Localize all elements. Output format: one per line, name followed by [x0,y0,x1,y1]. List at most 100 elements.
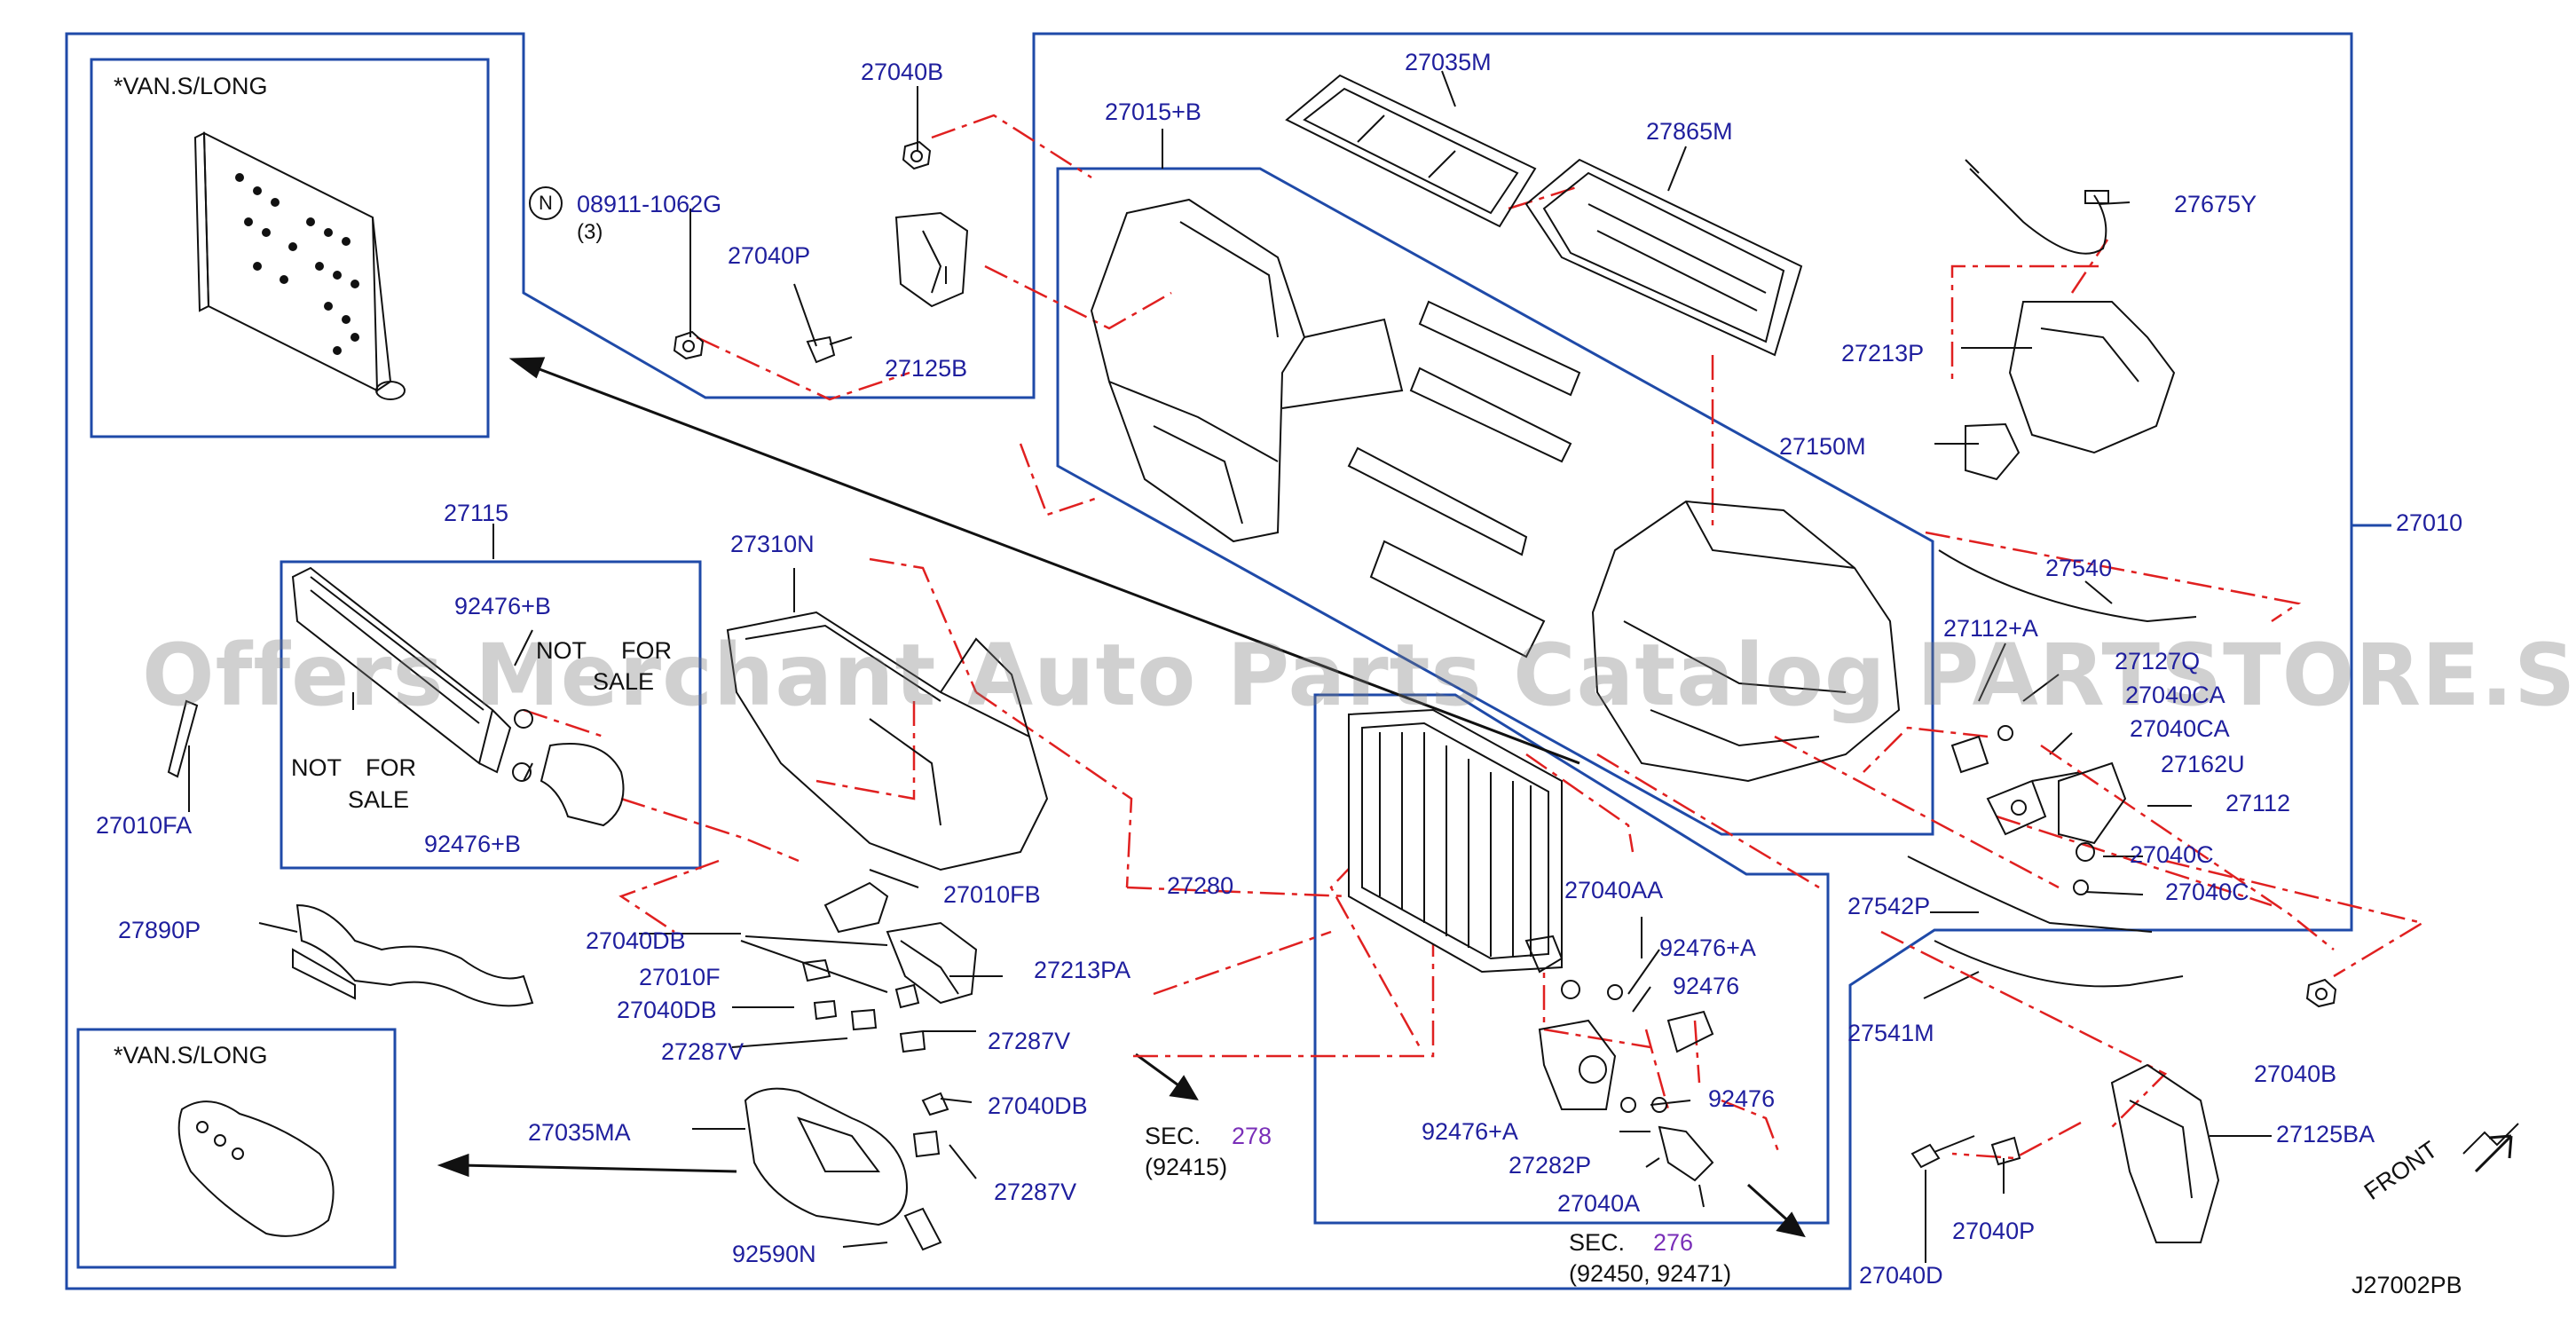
note-not-for-sale-2b: FOR [366,754,416,781]
note-not-for-sale-1c: SALE [593,668,655,695]
assembly-frames [65,32,2391,1290]
reference-dash-lines [523,114,2426,1160]
duct-27213P-drawing [2008,301,2176,454]
part-label-27040P-top[interactable]: 27040P [728,242,811,269]
n-circle-icon: N [529,186,563,220]
part-label-92590N[interactable]: 92590N [732,1241,816,1267]
part-label-27213P[interactable]: 27213P [1841,340,1925,367]
cable-27541M-drawing [1934,940,2184,988]
part-label-27040D[interactable]: 27040D [1859,1262,1943,1289]
filter-frame-27035M-drawing [1285,74,1537,228]
filter-27865M-drawing [1524,158,1803,357]
pad-van-bottom-drawing [177,1100,335,1237]
part-label-92476-2[interactable]: 92476 [1708,1085,1776,1112]
part-label-27040CA-1[interactable]: 27040CA [2125,682,2225,708]
part-label-27127Q[interactable]: 27127Q [2115,648,2201,674]
part-label-27280[interactable]: 27280 [1167,872,1234,899]
part-label-27010FB[interactable]: 27010FB [943,881,1041,908]
note-not-for-sale-2c: SALE [348,786,410,813]
part-label-27040B-top[interactable]: 27040B [861,59,944,85]
part-label-27675Y[interactable]: 27675Y [2174,191,2257,217]
part-label-27010FA[interactable]: 27010FA [96,812,193,839]
pad-27035MA-drawing [744,1087,908,1226]
part-label-27035MA[interactable]: 27035MA [528,1119,631,1146]
valve-parts-drawing [1524,935,1714,1182]
sec-276-link[interactable]: 276 [1653,1229,1694,1256]
part-label-92476-1[interactable]: 92476 [1673,973,1740,999]
cable-27542P-drawing [1907,856,2153,933]
leader-lines [188,70,2272,1263]
sec-278-link[interactable]: 278 [1232,1123,1272,1149]
nut-27040B-right-drawing [2305,978,2337,1008]
part-label-92476B-2[interactable]: 92476+B [424,831,521,857]
bolt-27040P-top-drawing [806,335,853,364]
note-not-for-sale-1a: NOT [536,637,587,664]
part-label-27040C-2[interactable]: 27040C [2165,879,2249,905]
screw-27040D-drawing [1910,1135,1975,1169]
part-label-27035M[interactable]: 27035M [1405,49,1492,75]
part-sketches [167,74,2337,1251]
part-label-27040CA-2[interactable]: 27040CA [2130,715,2230,742]
strip-27010FA-drawing [167,699,199,778]
part-label-27287V-3[interactable]: 27287V [994,1179,1077,1205]
part-label-27125B[interactable]: 27125B [885,355,968,382]
nut-08911-drawing [673,330,705,360]
part-label-27287V-2[interactable]: 27287V [988,1028,1071,1054]
part-label-27287V-1[interactable]: 27287V [661,1038,744,1065]
part-label-27040B-right[interactable]: 27040B [2254,1061,2337,1087]
sensor-27675Y-drawing [1965,159,2109,255]
part-label-27542P[interactable]: 27542P [1847,893,1931,919]
clips-drawing [801,958,949,1251]
cable-27540-drawing [1938,549,2197,623]
part-label-27310N[interactable]: 27310N [730,531,815,557]
part-label-27541M[interactable]: 27541M [1847,1020,1934,1046]
part-label-27010F[interactable]: 27010F [639,964,721,990]
main-frame [65,32,2353,1290]
part-label-27010[interactable]: 27010 [2396,509,2463,536]
note-van-long-top: *VAN.S/LONG [114,73,268,99]
part-label-27213PA[interactable]: 27213PA [1034,957,1131,983]
note-van-long-bottom: *VAN.S/LONG [114,1042,268,1069]
sec-278-prefix: SEC. [1145,1123,1201,1149]
part-label-27112[interactable]: 27112 [2225,790,2291,816]
part-label-27040DB-3[interactable]: 27040DB [988,1092,1088,1119]
actuator-27150M-drawing [1965,422,2021,481]
filter-van-top-drawing [193,131,406,400]
part-label-27040DB-2[interactable]: 27040DB [617,997,717,1023]
part-label-27162U[interactable]: 27162U [2161,751,2245,777]
duct-27213PA-drawing [886,921,978,1005]
part-label-27112A[interactable]: 27112+A [1943,615,2038,642]
part-label-27125BA[interactable]: 27125BA [2276,1121,2375,1147]
note-not-for-sale-1b: FOR [621,637,672,664]
flaps-drawing [1347,300,1581,658]
part-label-27015B[interactable]: 27015+B [1105,99,1201,125]
sec-276-sub: (92450, 92471) [1569,1260,1732,1287]
part-label-27040AA[interactable]: 27040AA [1564,877,1664,903]
part-label-92476A-2[interactable]: 92476+A [1422,1118,1518,1145]
part-label-27040C-1[interactable]: 27040C [2130,841,2214,868]
nut-27040B-top-drawing [902,140,932,170]
part-label-92476B-1[interactable]: 92476+B [454,593,551,619]
sec-278-sub: (92415) [1145,1154,1228,1180]
hose-27890P-drawing [292,903,534,1007]
pipe-27115-drawing [512,709,625,827]
frame-27015B [1056,167,1934,836]
bracket-27010FB-drawing [823,881,889,934]
case-27310N-drawing [726,611,1049,871]
van-long-box-top [90,58,490,438]
part-label-27040DB-1[interactable]: 27040DB [586,927,686,954]
part-label-27282P[interactable]: 27282P [1509,1152,1592,1179]
part-label-27150M[interactable]: 27150M [1779,433,1866,460]
box-27115 [280,560,702,870]
part-label-27040P-bottom[interactable]: 27040P [1952,1218,2036,1244]
bolt-27040P-bot-drawing [1990,1136,2021,1166]
sec-276-prefix: SEC. [1569,1229,1626,1256]
part-label-27115[interactable]: 27115 [444,500,509,526]
part-label-92476A-1[interactable]: 92476+A [1659,935,1756,961]
part-label-08911-1062G[interactable]: 08911-1062G [577,191,722,217]
part-label-27540[interactable]: 27540 [2045,555,2113,581]
part-label-27865M[interactable]: 27865M [1646,118,1733,145]
part-label-27890P[interactable]: 27890P [118,917,201,943]
part-label-27040A[interactable]: 27040A [1557,1190,1641,1217]
